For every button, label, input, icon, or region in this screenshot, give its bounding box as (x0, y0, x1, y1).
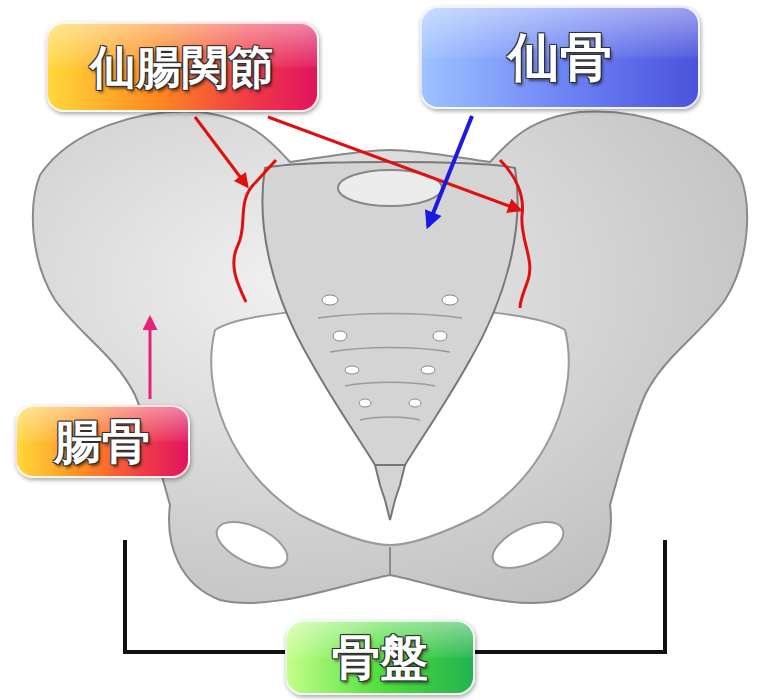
leader-arrow (195, 117, 247, 186)
joint-label-box: 仙腸関節 (46, 22, 319, 112)
sacral-ridges (318, 314, 462, 421)
sacroiliac-joint-line (500, 160, 530, 308)
leader-arrow (428, 116, 472, 226)
pelvis-outline (33, 112, 747, 603)
structure-label-box: 骨盤 (285, 620, 475, 695)
bone-label-box: 仙骨 (420, 6, 700, 109)
leader-arrow (149, 318, 152, 399)
bone-label-box: 腸骨 (15, 405, 190, 478)
sacrum-shape (262, 162, 517, 465)
leader-arrow (268, 117, 520, 210)
obturator-foramen (210, 513, 294, 578)
label-text: 腸骨 (54, 416, 150, 466)
sacral-foramina (322, 295, 458, 407)
coccyx (375, 465, 405, 520)
pubic-symphysis (389, 547, 391, 576)
sacroiliac-joint-line (234, 160, 276, 302)
label-text: 仙骨 (508, 30, 612, 85)
label-text: 仙腸関節 (90, 43, 274, 91)
label-text: 骨盤 (332, 632, 428, 682)
obturator-foramen (486, 513, 570, 578)
